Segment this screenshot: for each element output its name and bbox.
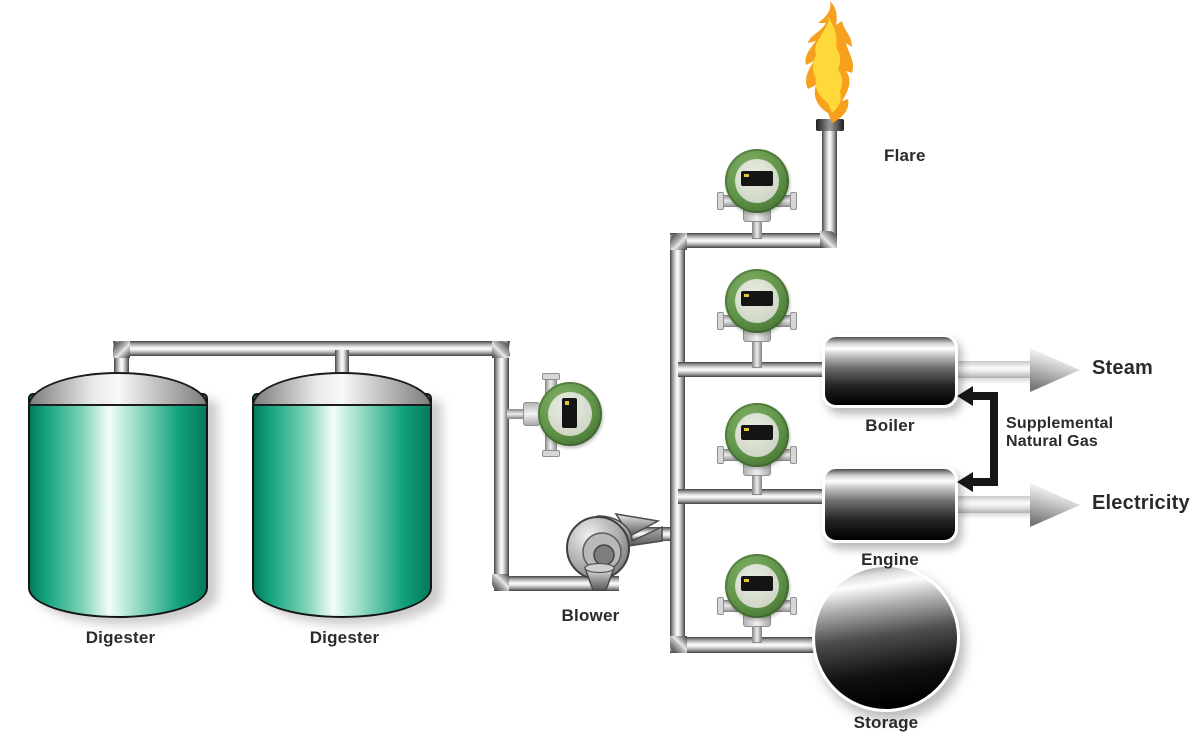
label-engine: Engine bbox=[861, 550, 919, 569]
flow-meter-icon bbox=[538, 382, 602, 446]
meter-probe bbox=[752, 474, 762, 495]
pipe-elbow bbox=[820, 231, 837, 248]
meter-display bbox=[562, 398, 577, 428]
pipe-elbow bbox=[492, 341, 509, 358]
engine-vessel bbox=[822, 466, 958, 543]
pipe-elbow bbox=[670, 233, 687, 250]
pipe-header-downcomer bbox=[494, 341, 509, 591]
digester-tank-body bbox=[252, 393, 432, 618]
label-digester-left: Digester bbox=[85, 628, 156, 647]
meter-mount-cap bbox=[717, 597, 724, 615]
meter-mount-cap bbox=[717, 312, 724, 330]
flow-meter-icon bbox=[725, 403, 789, 467]
electricity-arrow-head bbox=[1030, 483, 1080, 527]
pipe-blower-suction bbox=[494, 576, 619, 591]
pipe-boiler-branch bbox=[678, 362, 828, 377]
meter-probe bbox=[752, 220, 762, 239]
label-storage: Storage bbox=[853, 713, 919, 732]
pipe-elbow bbox=[113, 341, 130, 358]
meter-mount-cap bbox=[542, 450, 560, 457]
meter-probe bbox=[752, 340, 762, 368]
steam-arrow-head bbox=[1030, 348, 1080, 392]
pipe-digester-header bbox=[113, 341, 510, 356]
pipe-elbow bbox=[492, 574, 509, 591]
label-supplemental-natural-gas: Supplemental Natural Gas bbox=[1006, 415, 1113, 451]
flow-meter-icon bbox=[725, 149, 789, 213]
flame-icon bbox=[805, 1, 854, 123]
pipe-flare-stack bbox=[822, 128, 837, 240]
digester-tank-body bbox=[28, 393, 208, 618]
pipe-flare-branch bbox=[670, 233, 835, 248]
flow-meter-icon bbox=[725, 554, 789, 618]
pipe-engine-branch bbox=[678, 489, 828, 504]
flow-meter-digester-line bbox=[490, 373, 605, 457]
meter-display bbox=[741, 291, 773, 306]
meter-mount-cap bbox=[790, 192, 797, 210]
pipe-manifold bbox=[670, 235, 685, 652]
meter-probe bbox=[752, 625, 762, 643]
flow-meter-boiler-line bbox=[717, 269, 797, 368]
supplemental-gas-line bbox=[972, 392, 992, 400]
storage-sphere bbox=[812, 564, 960, 712]
meter-display bbox=[741, 425, 773, 440]
label-steam: Steam bbox=[1092, 357, 1154, 379]
meter-mount-cap bbox=[542, 373, 560, 380]
pipe-storage-branch bbox=[670, 637, 840, 653]
flow-meter-flare-line bbox=[717, 149, 797, 239]
flow-meter-engine-line bbox=[717, 403, 797, 495]
digester-tank-cap bbox=[28, 372, 208, 406]
label-flare: Flare bbox=[884, 146, 926, 165]
digester-tank-left bbox=[28, 372, 208, 618]
meter-display bbox=[741, 171, 773, 186]
meter-mount-cap bbox=[717, 192, 724, 210]
flare-tip bbox=[816, 119, 844, 131]
label-boiler: Boiler bbox=[865, 416, 915, 435]
meter-mount-cap bbox=[790, 597, 797, 615]
pipe-elbow bbox=[670, 636, 687, 653]
supplemental-gas-arrow bbox=[957, 386, 973, 406]
digester-tank-cap bbox=[252, 372, 432, 406]
label-digester-right: Digester bbox=[309, 628, 380, 647]
label-electricity: Electricity bbox=[1092, 492, 1190, 514]
meter-mount-cap bbox=[790, 312, 797, 330]
meter-mount-cap bbox=[790, 446, 797, 464]
supplemental-gas-arrow bbox=[957, 472, 973, 492]
label-supplemental-line1: Supplemental bbox=[1006, 415, 1114, 432]
supplemental-gas-line bbox=[990, 392, 998, 486]
meter-display bbox=[741, 576, 773, 591]
boiler-vessel bbox=[822, 334, 958, 408]
electricity-arrow-shaft bbox=[956, 496, 1032, 513]
meter-mount-cap bbox=[717, 446, 724, 464]
blower-icon bbox=[566, 512, 663, 591]
supplemental-gas-line bbox=[972, 478, 992, 486]
flow-meter-icon bbox=[725, 269, 789, 333]
label-supplemental-line2: Natural Gas bbox=[1006, 433, 1099, 450]
steam-arrow-shaft bbox=[956, 361, 1032, 378]
digester-tank-right bbox=[252, 372, 432, 618]
flow-meter-storage-line bbox=[717, 554, 797, 643]
label-blower: Blower bbox=[561, 606, 620, 625]
